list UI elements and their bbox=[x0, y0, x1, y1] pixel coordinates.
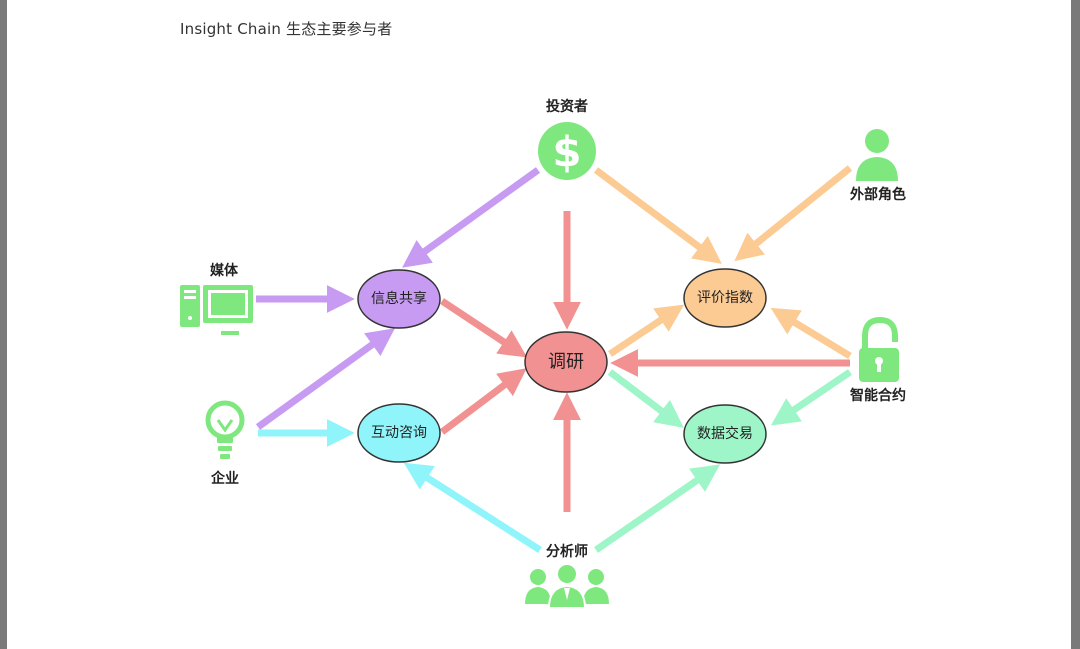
node-data-trade: 数据交易 bbox=[683, 404, 767, 464]
external-label: 外部角色 bbox=[850, 186, 906, 203]
arrow-investor-to-info-share bbox=[402, 167, 541, 268]
arrow-external-to-rating bbox=[734, 165, 853, 262]
arrow-investor-to-rating bbox=[593, 167, 722, 264]
arrow-research-to-data-trade bbox=[607, 369, 684, 428]
node-research-label: 调研 bbox=[548, 352, 584, 373]
node-consult: 互动咨询 bbox=[357, 403, 441, 463]
arrow-analyst-to-consult bbox=[403, 462, 542, 553]
arrow-analyst-to-data-trade bbox=[594, 464, 721, 553]
enterprise-label: 企业 bbox=[210, 470, 239, 487]
smart-contract-label: 智能合约 bbox=[849, 387, 906, 404]
investor-label: 投资者 bbox=[546, 98, 588, 115]
people-group-icon bbox=[525, 563, 609, 609]
arrow-info-share-to-research bbox=[440, 298, 528, 358]
page-title: Insight Chain 生态主要参与者 bbox=[180, 20, 393, 38]
media-label: 媒体 bbox=[209, 262, 239, 279]
arrow-research-to-rating bbox=[608, 304, 685, 357]
arrow-consult-to-research bbox=[439, 368, 527, 435]
node-info-share: 信息共享 bbox=[357, 269, 441, 329]
svg-text:$: $ bbox=[552, 128, 581, 177]
analyst-label: 分析师 bbox=[546, 543, 588, 560]
arrow-smart-contract-to-rating bbox=[770, 307, 852, 359]
node-info-share-label: 信息共享 bbox=[371, 290, 427, 307]
dollar-coin-icon: $ bbox=[538, 122, 596, 180]
node-research: 调研 bbox=[524, 331, 608, 393]
page: Insight Chain 生态主要参与者 bbox=[7, 0, 1071, 649]
lightbulb-icon bbox=[205, 400, 245, 459]
node-rating: 评价指数 bbox=[683, 268, 767, 328]
computer-icon bbox=[180, 285, 253, 335]
arrow-enterprise-to-info-share bbox=[255, 328, 395, 430]
node-consult-label: 互动咨询 bbox=[371, 425, 427, 441]
node-data-trade-label: 数据交易 bbox=[697, 425, 753, 442]
node-rating-label: 评价指数 bbox=[697, 290, 753, 306]
person-icon bbox=[856, 129, 898, 181]
padlock-icon bbox=[859, 316, 899, 382]
ecosystem-diagram: 信息共享 互动咨询 调研 评价指数 数据交易 投资者 $ 外部角色 bbox=[180, 98, 906, 609]
arrow-smart-contract-to-data-trade bbox=[770, 369, 852, 426]
